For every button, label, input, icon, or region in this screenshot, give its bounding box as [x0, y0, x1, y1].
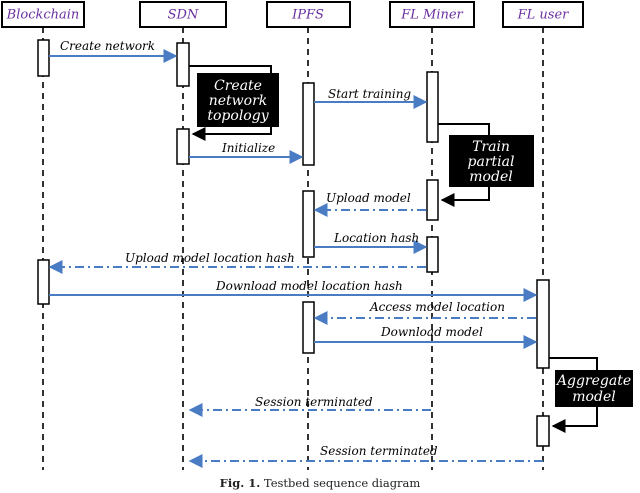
message-location-hash: Location hash: [314, 231, 428, 254]
note-create-network-topology: Create network topology: [197, 73, 279, 127]
note-line: Train: [472, 139, 510, 155]
message-label: Access model location: [369, 300, 505, 314]
note-line: model: [572, 389, 615, 405]
actor-fl-miner: FL Miner: [389, 1, 475, 28]
note-aggregate-model: Aggregate model: [555, 370, 633, 407]
activation-ipfs-1: [302, 82, 315, 166]
actor-label-blockchain: Blockchain: [6, 8, 80, 23]
activation-miner-2: [426, 179, 439, 221]
activation-miner-3: [426, 236, 439, 273]
message-session-terminated-user: Session terminated: [188, 444, 543, 468]
message-label: Start training: [328, 87, 411, 101]
note-line: Create: [214, 78, 262, 94]
note-train-partial-model: Train partial model: [449, 135, 534, 187]
note-line: model: [469, 169, 512, 185]
message-label: Initialize: [221, 141, 275, 155]
actor-label-fl-user: FL user: [517, 8, 570, 23]
activation-sdn-2: [176, 128, 190, 165]
message-session-terminated-miner: Session terminated: [188, 395, 431, 417]
note-line: topology: [207, 108, 269, 124]
message-label: Session terminated: [320, 444, 438, 458]
note-line: Aggregate: [555, 373, 631, 389]
activation-ipfs-2: [302, 190, 315, 258]
note-line: partial: [468, 154, 515, 170]
message-upload-model: Upload model: [313, 191, 426, 217]
message-label: Create network: [60, 39, 155, 53]
message-label: Download model: [380, 325, 483, 339]
activation-user-1: [536, 279, 550, 369]
note-line: network: [209, 93, 268, 109]
message-label: Session terminated: [255, 395, 373, 409]
actor-blockchain: Blockchain: [1, 1, 85, 28]
message-initialize: Initialize: [189, 141, 304, 164]
figure-caption: Fig. 1. Testbed sequence diagram: [220, 476, 421, 490]
message-access-model-location: Access model location: [313, 300, 536, 325]
message-upload-model-location-hash: Upload model location hash: [48, 251, 426, 274]
actor-label-sdn: SDN: [168, 8, 199, 23]
message-create-network: Create network: [49, 39, 178, 63]
message-label: Upload model: [326, 191, 411, 205]
activation-sdn-1: [176, 42, 190, 87]
activation-blockchain-1: [37, 39, 50, 77]
actor-sdn: SDN: [139, 1, 227, 28]
activation-miner-1: [426, 71, 439, 143]
message-download-model-location-hash: Download model location hash: [49, 279, 538, 302]
message-label: Download model location hash: [215, 279, 403, 293]
actor-ipfs: IPFS: [266, 1, 351, 28]
actor-label-ipfs: IPFS: [291, 8, 324, 23]
message-label: Upload model location hash: [125, 251, 295, 265]
caption-text: Testbed sequence diagram: [260, 476, 420, 490]
message-start-training: Start training: [314, 87, 428, 109]
activation-blockchain-2: [37, 259, 50, 305]
actor-label-fl-miner: FL Miner: [400, 8, 463, 23]
caption-prefix: Fig. 1.: [220, 476, 261, 490]
activation-ipfs-3: [302, 301, 315, 354]
message-label: Location hash: [333, 231, 419, 245]
activation-user-2: [536, 415, 550, 447]
actor-fl-user: FL user: [502, 1, 584, 28]
message-download-model: Download model: [314, 325, 538, 349]
